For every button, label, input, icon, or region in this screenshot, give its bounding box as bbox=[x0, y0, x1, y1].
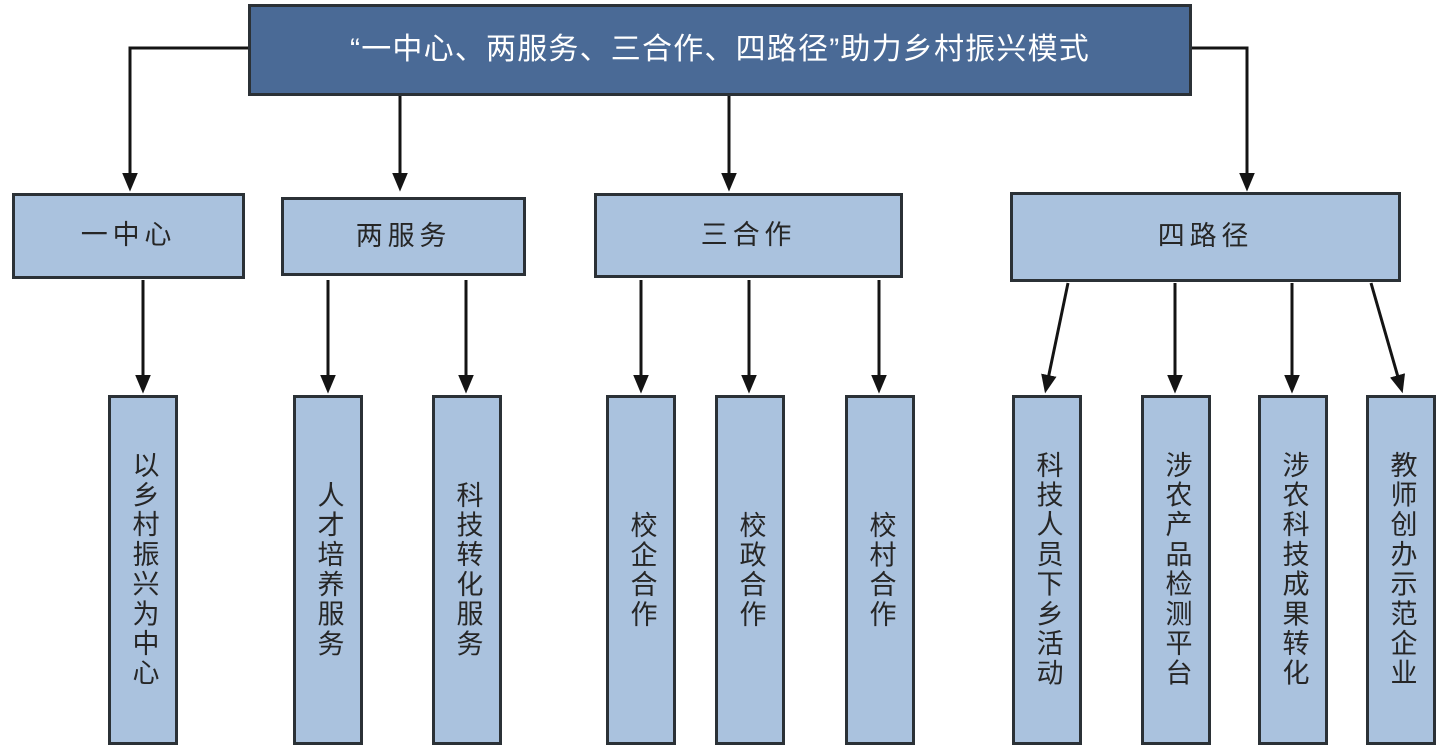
edge-root-to-branch-1 bbox=[122, 46, 248, 192]
branch-node-label: 四路径 bbox=[1157, 221, 1254, 252]
branch-node-label: 三合作 bbox=[700, 219, 797, 250]
leaf-node-rural-revitalization-center[interactable]: 以乡村振兴为中心 bbox=[108, 395, 178, 745]
leaf-node-school-village-cooperation[interactable]: 校村合作 bbox=[845, 395, 915, 745]
leaf-node-talent-training-service[interactable]: 人才培养服务 bbox=[293, 395, 363, 745]
branch-node-three-cooperations[interactable]: 三合作 bbox=[594, 193, 903, 278]
branch-node-label: 两服务 bbox=[355, 220, 452, 251]
branch-node-four-paths[interactable]: 四路径 bbox=[1010, 192, 1401, 282]
leaf-node-agri-product-testing-platform[interactable]: 涉农产品检测平台 bbox=[1141, 395, 1211, 745]
leaf-node-label: 校村合作 bbox=[865, 510, 896, 630]
edge-root-to-branch-4 bbox=[1192, 46, 1255, 192]
leaf-node-agri-tech-achievement-transfer[interactable]: 涉农科技成果转化 bbox=[1258, 395, 1328, 745]
leaf-node-label: 以乡村振兴为中心 bbox=[128, 451, 159, 689]
leaf-node-tech-staff-countryside-activity[interactable]: 科技人员下乡活动 bbox=[1012, 395, 1082, 745]
leaf-node-label: 校政合作 bbox=[735, 510, 766, 630]
edge-branch-4-to-leaf-4-1 bbox=[1041, 282, 1070, 394]
leaf-node-school-government-cooperation[interactable]: 校政合作 bbox=[715, 395, 785, 745]
root-node-label: “一中心、两服务、三合作、四路径”助力乡村振兴模式 bbox=[350, 33, 1090, 67]
leaf-node-tech-transfer-service[interactable]: 科技转化服务 bbox=[432, 395, 502, 745]
branch-node-two-services[interactable]: 两服务 bbox=[281, 197, 526, 276]
leaf-node-label: 科技人员下乡活动 bbox=[1032, 451, 1063, 689]
root-node[interactable]: “一中心、两服务、三合作、四路径”助力乡村振兴模式 bbox=[248, 4, 1192, 96]
leaf-node-label: 涉农科技成果转化 bbox=[1278, 451, 1309, 689]
leaf-node-label: 科技转化服务 bbox=[452, 480, 483, 660]
leaf-node-label: 校企合作 bbox=[626, 510, 657, 630]
leaf-node-label: 涉农产品检测平台 bbox=[1161, 451, 1192, 689]
edge-branch-4-to-leaf-4-4 bbox=[1369, 282, 1406, 394]
leaf-node-school-enterprise-cooperation[interactable]: 校企合作 bbox=[606, 395, 676, 745]
leaf-node-label: 人才培养服务 bbox=[313, 480, 344, 660]
branch-node-label: 一中心 bbox=[80, 220, 177, 251]
leaf-node-label: 教师创办示范企业 bbox=[1386, 451, 1417, 689]
leaf-node-teacher-demo-enterprise[interactable]: 教师创办示范企业 bbox=[1366, 395, 1436, 745]
branch-node-one-center[interactable]: 一中心 bbox=[12, 193, 245, 279]
